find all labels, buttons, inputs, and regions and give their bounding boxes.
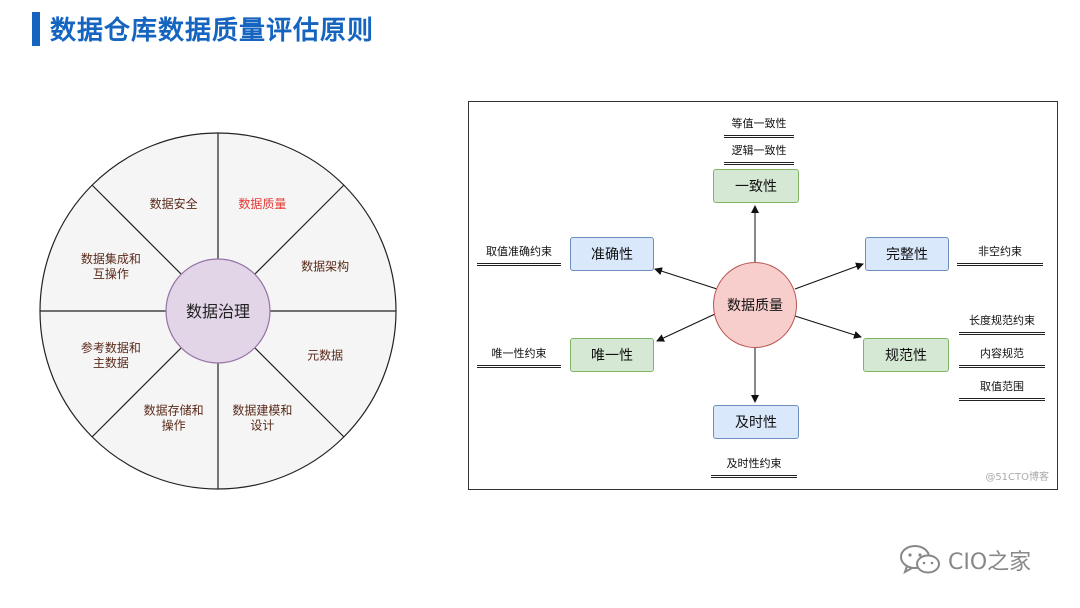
wheel-segment-label: 数据存储和操作 bbox=[144, 403, 204, 433]
brand-text: CIO之家 bbox=[948, 550, 1032, 575]
wheel-segment-label: 数据质量 bbox=[238, 196, 286, 211]
wheel-divider bbox=[254, 184, 345, 275]
wheel-divider bbox=[91, 184, 182, 275]
completeness-node: 完整性 bbox=[865, 237, 949, 271]
wheel-divider bbox=[91, 347, 182, 438]
wheel-segment-label: 参考数据和主数据 bbox=[81, 340, 141, 370]
page-title: 数据仓库数据质量评估原则 bbox=[50, 16, 375, 46]
note-timeliness: 及时性约束 bbox=[711, 455, 797, 478]
note-normative-3: 取值范围 bbox=[959, 378, 1045, 401]
accuracy-node: 准确性 bbox=[570, 237, 654, 271]
note-accuracy: 取值准确约束 bbox=[477, 243, 561, 266]
note-normative-1: 长度规范约束 bbox=[959, 312, 1045, 335]
note-consistency-2: 逻辑一致性 bbox=[724, 142, 794, 165]
note-normative-2: 内容规范 bbox=[959, 345, 1045, 368]
arrow-to-accuracy bbox=[654, 267, 718, 290]
arrows-layer bbox=[654, 205, 864, 403]
arrow-to-uniqueness bbox=[656, 313, 716, 342]
wheel-segment-label: 数据安全 bbox=[150, 196, 198, 211]
wheel-segment-label: 数据建模和设计 bbox=[232, 403, 292, 433]
wechat-icon bbox=[900, 545, 940, 575]
wheel-segment-label: 数据架构 bbox=[301, 259, 349, 274]
note-completeness: 非空约束 bbox=[957, 243, 1043, 266]
wheel-segment-label: 数据集成和互操作 bbox=[81, 251, 141, 281]
note-uniqueness: 唯一性约束 bbox=[477, 345, 561, 368]
arrow-to-completeness bbox=[794, 262, 864, 290]
timeliness-node: 及时性 bbox=[713, 405, 799, 439]
normative-node: 规范性 bbox=[863, 338, 949, 372]
arrow-to-normative bbox=[794, 315, 862, 339]
wheel-divider bbox=[254, 347, 345, 438]
title-accent-bar bbox=[32, 12, 40, 46]
wheel-hub bbox=[165, 258, 271, 364]
data-quality-diagram: 数据质量 一致性 准确性 完整性 唯一性 规范性 及时性 等值一致性 逻辑一致性… bbox=[468, 101, 1058, 490]
brand-logo: CIO之家 bbox=[898, 542, 1031, 578]
watermark: @51CTO博客 bbox=[985, 472, 1049, 483]
data-quality-node: 数据质量 bbox=[713, 262, 797, 348]
note-consistency-1: 等值一致性 bbox=[724, 115, 794, 138]
uniqueness-node: 唯一性 bbox=[570, 338, 654, 372]
wheel-segment-label: 元数据 bbox=[307, 347, 343, 362]
wheel-center-label: 数据治理 bbox=[186, 302, 250, 321]
consistency-node: 一致性 bbox=[713, 169, 799, 203]
